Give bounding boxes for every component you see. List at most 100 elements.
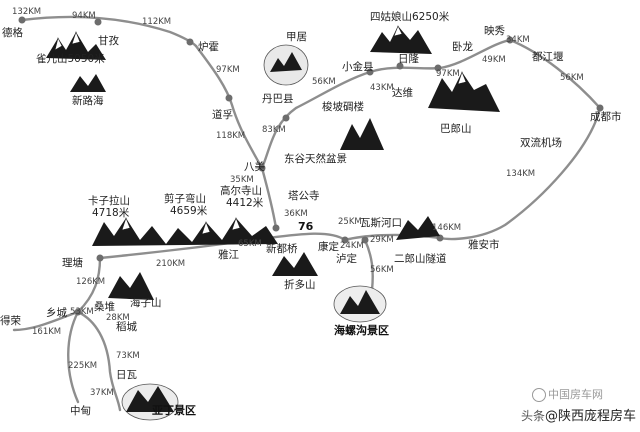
label-tagongsi: 塔公寺 — [288, 189, 320, 202]
label-xiaojin: 小金县 — [342, 60, 374, 73]
label-hailuogou: 海螺沟景区 — [334, 323, 389, 337]
watermark-site: 中国房车网 — [532, 386, 603, 402]
mountain-icon-range-west — [92, 217, 278, 246]
label-litang: 理塘 — [62, 256, 83, 269]
mountain-icon-erlangshan — [396, 216, 440, 240]
label-bamei: 八美 — [244, 160, 265, 173]
label-gaoersishan: 高尔寺山 — [220, 184, 262, 197]
place-labels: 德格 甘孜 炉霍 道孚 八美 塔公寺 新都桥 康定 瓦斯河口 泸定 二郎山隧道 … — [0, 25, 622, 417]
dist-danba-bamei: 83KM — [262, 125, 286, 135]
dist-sangdui-daocheng: 28KM — [106, 313, 130, 323]
label-yingxiu: 映秀 — [484, 25, 505, 37]
mountain-labels: 雀儿山5050米 四姑娘山6250米 卡子拉山 4718米 剪子弯山 4659米… — [36, 10, 450, 219]
label-siguniangshan: 四姑娘山6250米 — [370, 10, 450, 23]
distance-labels: 132KM 94KM 112KM 97KM 118KM 83KM 56KM 43… — [12, 7, 584, 398]
label-balangshan: 巴郎山 — [440, 122, 472, 135]
road-bamei-kangding — [260, 166, 278, 230]
label-derong: 得荣 — [0, 315, 21, 327]
dist-xiangcheng-zhongdian: 225KM — [68, 361, 97, 371]
junction-nodes — [18, 16, 604, 316]
dist-xinduqiao-kangding: 76 — [298, 220, 314, 233]
node-dege — [18, 16, 26, 24]
road-luding-hailuogou — [363, 238, 374, 292]
dist-yaan-chengdu: 134KM — [506, 169, 535, 179]
tower-icon-suopo — [340, 118, 384, 150]
label-wasikoukou: 瓦斯河口 — [360, 216, 402, 229]
node-dawei — [396, 62, 404, 70]
dist-daocheng-riwa: 73KM — [116, 351, 140, 361]
mountain-icon-queershan — [46, 31, 106, 60]
node-yaan — [436, 234, 444, 242]
label-zheduoshan: 折多山 — [284, 278, 316, 291]
mountain-illustrations — [46, 25, 500, 421]
node-xiangcheng — [74, 308, 82, 316]
watermark-handle: @陕西庞程房车 — [544, 409, 636, 424]
label-yading: 亚丁景区 — [152, 404, 196, 417]
dist-yingxiu-up: 34KM — [506, 35, 530, 45]
mountain-icon-balangshan — [428, 71, 500, 112]
road-yingxiu-chengdu — [438, 38, 602, 241]
label-luhuo: 炉霍 — [198, 41, 219, 53]
dist-dege-ganzi: 94KM — [72, 11, 96, 21]
dist-kangding-wasikou: 25KM — [338, 217, 362, 227]
dist-xiangcheng-derong: 161KM — [32, 327, 61, 337]
dist-luding-hailuogou: 56KM — [370, 265, 394, 275]
node-luhuo — [186, 38, 194, 46]
dist-xiangcheng-sangdui: 53KM — [70, 307, 94, 317]
label-danba: 丹巴县 — [262, 93, 294, 105]
dist-tagong-xinduqiao: 36KM — [284, 209, 308, 219]
road-xiangcheng-derong — [12, 310, 80, 332]
node-bamei — [258, 164, 266, 172]
road-litang-yaan — [98, 232, 442, 260]
label-jianziwanshan: 剪子弯山 — [164, 192, 206, 205]
dist-dujiangyan-chengdu: 56KM — [560, 73, 584, 83]
label-daocheng: 稻城 — [116, 321, 137, 333]
dist-rilong-yingxiu: 97KM — [436, 69, 460, 79]
node-xiaojin — [366, 68, 374, 76]
watermark-prefix: 头条 — [520, 409, 545, 423]
dist-luding-erlang: 29KM — [370, 235, 394, 245]
label-wolong: 卧龙 — [452, 40, 473, 53]
label-erlangshan: 二郎山隧道 — [394, 252, 447, 265]
dist-luhuo-daofu: 97KM — [216, 65, 240, 75]
dist-litang-xiangcheng: 126KM — [76, 277, 105, 287]
label-zhongdian: 中甸 — [70, 404, 91, 417]
dist-riwa-yading: 37KM — [90, 388, 114, 398]
label-kazilashan-height: 4718米 — [92, 206, 130, 219]
label-yaan: 雅安市 — [468, 238, 500, 251]
label-kazilashan: 卡子拉山 — [88, 194, 130, 207]
label-daofu: 道孚 — [212, 108, 233, 121]
label-sangdui: 桑堆 — [94, 301, 115, 313]
label-riwa: 日瓦 — [116, 369, 137, 381]
node-litang — [96, 254, 104, 262]
dist-yingxiu-dujiangyan: 49KM — [482, 55, 506, 65]
dist-litang-yajiang: 210KM — [156, 259, 185, 269]
label-queershan: 雀儿山5050米 — [36, 52, 105, 65]
label-jianziwanshan-height: 4659米 — [170, 204, 208, 217]
label-dawei: 达维 — [392, 86, 413, 99]
label-ganzi: 甘孜 — [98, 34, 119, 47]
road-luhuo-bamei — [194, 44, 264, 170]
node-rilong — [434, 64, 442, 72]
node-danba — [282, 114, 290, 122]
node-chengdu — [596, 104, 604, 112]
dist-kangding-luding: 24KM — [340, 241, 364, 251]
label-chengdu: 成都市 — [590, 110, 622, 123]
label-yajiang: 雅江 — [218, 248, 239, 261]
lake-icon-xinluhai — [70, 74, 106, 92]
label-dege: 德格 — [2, 26, 23, 39]
village-icon-jiaju — [263, 44, 309, 86]
node-xinduqiao — [272, 224, 280, 232]
dist-bamei-tagong: 35KM — [230, 175, 254, 185]
label-luding: 泸定 — [336, 252, 357, 265]
site-logo-icon — [532, 388, 546, 402]
label-haizishan: 海子山 — [130, 296, 162, 309]
road-xiangcheng-zhongdian — [67, 310, 80, 404]
label-dujiangyan: 都江堰 — [532, 51, 564, 63]
road-xiangcheng-riwa — [76, 310, 122, 412]
dist-dege-west: 132KM — [12, 7, 41, 17]
node-daofu — [225, 94, 233, 102]
node-kangding — [341, 236, 349, 244]
label-suopo: 梭坡碉楼 — [322, 100, 364, 113]
